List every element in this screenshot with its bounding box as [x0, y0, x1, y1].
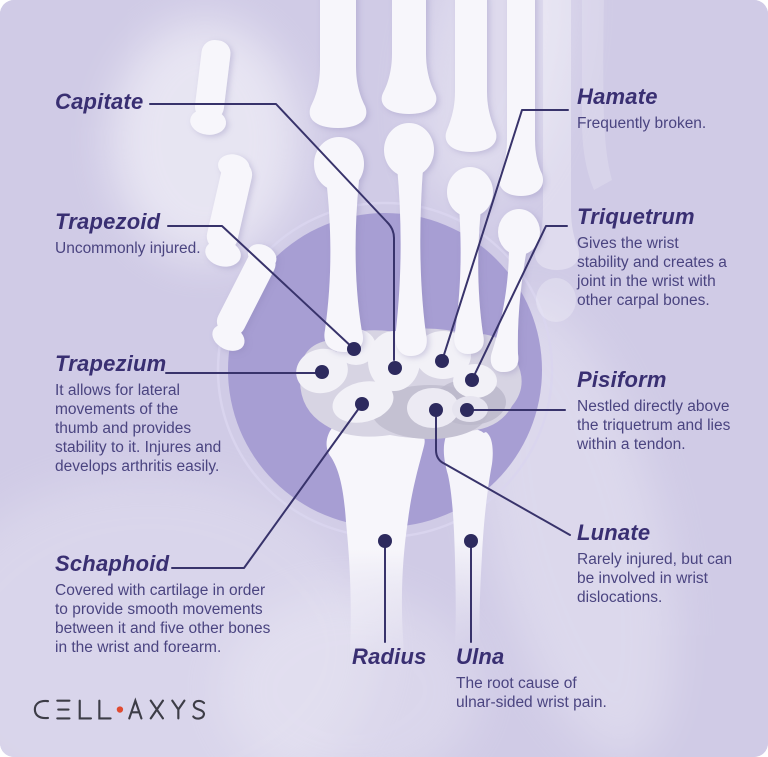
lunate-dot [429, 403, 443, 417]
label-capitate: Capitate [55, 89, 143, 115]
ulna-dot [464, 534, 478, 548]
hamate-title: Hamate [577, 84, 658, 109]
marker-dots [315, 342, 479, 548]
schaphoid-description: Covered with cartilage in order to provi… [55, 582, 271, 656]
capitate-title: Capitate [55, 89, 144, 114]
pisiform-title: Pisiform [577, 367, 667, 392]
label-hamate: Hamate Frequently broken. [577, 84, 706, 133]
triquetrum-description: Gives the wrist stability and creates a … [577, 235, 727, 309]
pisiform-description: Nestled directly above the triquetrum an… [577, 398, 731, 453]
trapezium-dot [315, 365, 329, 379]
cellaxys-logo: CELLAXYS [33, 696, 219, 729]
trapezium-title: Trapezium [55, 351, 167, 376]
triquetrum-leader-line [471, 225, 568, 381]
lunate-description: Rarely injured, but can be involved in w… [577, 551, 733, 606]
hamate-description: Frequently broken. [577, 115, 707, 132]
pisiform-dot [460, 403, 474, 417]
hamate-leader-line [441, 109, 569, 362]
logo-dot [116, 706, 124, 713]
capitate-leader-line [149, 103, 395, 361]
logo-letters [33, 697, 206, 720]
trapezoid-dot [347, 342, 361, 356]
thumb [190, 40, 277, 351]
triquetrum-dot [465, 373, 479, 387]
schaphoid-leader-line [171, 403, 363, 569]
radius-dot [378, 534, 392, 548]
radius-bone [326, 428, 425, 652]
triquetrum-title: Triquetrum [577, 204, 695, 229]
middle-finger [381, 0, 437, 356]
label-pisiform: Pisiform Nestled directly above the triq… [577, 367, 767, 454]
lunate-leader-line [435, 409, 571, 536]
ghost-bones [535, 0, 612, 322]
ring-finger [445, 0, 497, 354]
label-lunate: Lunate Rarely injured, but can be involv… [577, 520, 767, 607]
schaphoid-dot [355, 397, 369, 411]
ulna-title: Ulna [456, 644, 505, 669]
trapezium-description: It allows for lateral movements of the t… [55, 382, 222, 475]
label-ulna: Ulna The root cause of ulnar-sided wrist… [456, 644, 636, 712]
capitate-dot [388, 361, 402, 375]
label-trapezoid: Trapezoid Uncommonly injured. [55, 209, 201, 258]
label-triquetrum: Triquetrum Gives the wrist stability and… [577, 204, 757, 310]
index-finger [309, 0, 367, 352]
cellaxys-logo-wordmark: CELLAXYS [33, 697, 206, 720]
schaphoid-title: Schaphoid [55, 551, 170, 576]
trapezoid-description: Uncommonly injured. [55, 240, 201, 257]
finger-bones [190, 0, 543, 372]
label-schaphoid: Schaphoid Covered with cartilage in orde… [55, 551, 305, 657]
lunate-title: Lunate [577, 520, 651, 545]
trapezoid-title: Trapezoid [55, 209, 161, 234]
label-trapezium: Trapezium It allows for lateral movement… [55, 351, 265, 476]
radius-title: Radius [352, 644, 427, 669]
hamate-dot [435, 354, 449, 368]
label-radius: Radius [352, 644, 427, 670]
leader-lines [149, 103, 571, 643]
trapezoid-leader-line [167, 225, 355, 350]
ulna-description: The root cause of ulnar-sided wrist pain… [456, 675, 607, 711]
